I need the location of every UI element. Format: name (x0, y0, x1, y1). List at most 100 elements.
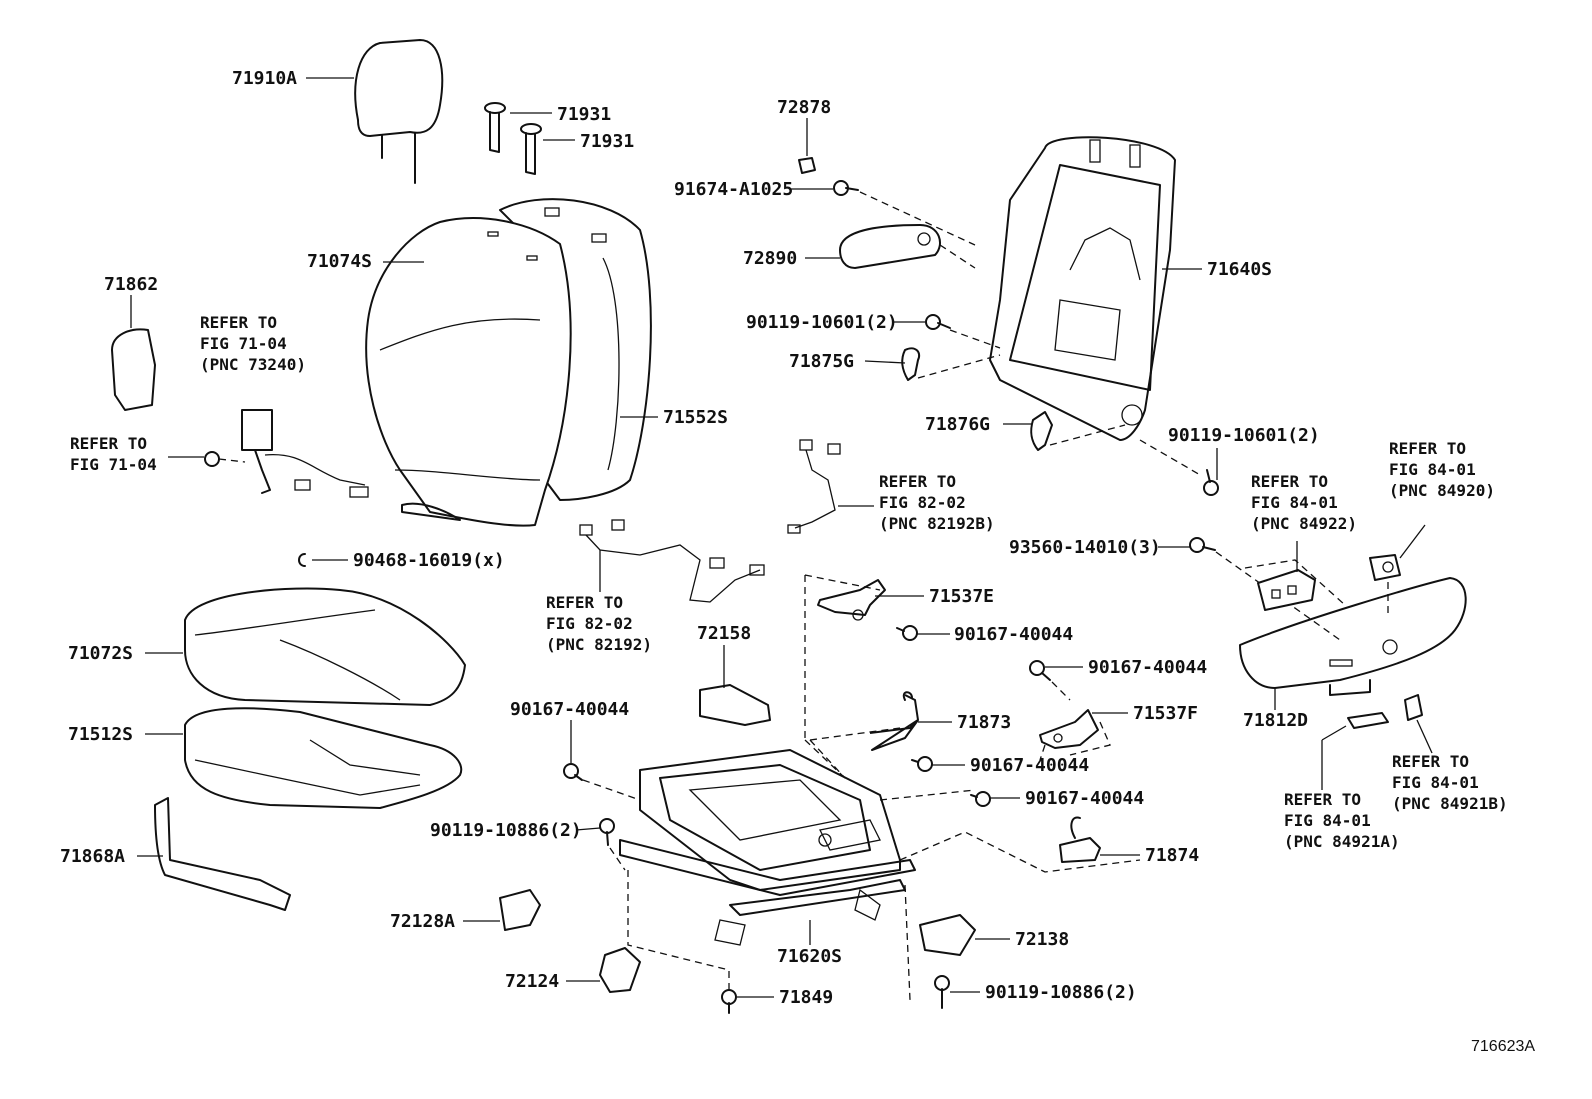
label-90468: 90468-16019(x) (353, 550, 505, 571)
label-90119-10886-a: 90119-10886(2) (430, 820, 582, 841)
bolt-90167-e[interactable] (970, 791, 991, 807)
anchor-bolt[interactable] (204, 451, 220, 467)
label-71876G: 71876G (925, 414, 990, 435)
label-71512S: 71512S (68, 724, 133, 745)
headrest-support-lower[interactable] (520, 123, 542, 175)
seat-cushion-shield[interactable] (154, 797, 291, 911)
ref-harness-b-line1: REFER TO (546, 593, 623, 612)
label-72124: 72124 (505, 971, 559, 992)
wire-harness-82192B[interactable] (787, 439, 841, 534)
label-71910A: 71910A (232, 68, 297, 89)
bolt-90167-c[interactable] (1029, 660, 1051, 681)
bolt-91674[interactable] (833, 180, 859, 196)
bolt-90167-d[interactable] (911, 756, 933, 772)
label-71849: 71849 (779, 987, 833, 1008)
seatback-pad[interactable] (499, 198, 652, 501)
label-90167-c: 90167-40044 (1088, 657, 1207, 678)
ref-belt-line1: REFER TO (200, 313, 277, 332)
ref-harness-a-line2: FIG 82-02 (879, 493, 966, 512)
cover-72128A[interactable] (499, 889, 541, 931)
bolt-90119-10601-lower[interactable] (1203, 469, 1219, 496)
cover-72158[interactable] (699, 684, 771, 726)
grommet-72878[interactable] (798, 157, 816, 174)
screw-93560[interactable] (1189, 537, 1216, 553)
bracket-71873[interactable] (869, 691, 919, 751)
ref-harness-a-line3: (PNC 82192B) (879, 514, 995, 533)
ref-knob-a-line3: (PNC 84920) (1389, 481, 1495, 500)
ref-harness-a-line1: REFER TO (879, 472, 956, 491)
headrest[interactable] (354, 39, 444, 184)
ref-belt-line3: (PNC 73240) (200, 355, 306, 374)
ref-anchor-line1: REFER TO (70, 434, 147, 453)
ref-knob-c-line1: REFER TO (1284, 790, 1361, 809)
label-91674: 91674-A1025 (674, 179, 793, 200)
label-90119-10601-b: 90119-10601(2) (1168, 425, 1320, 446)
bracket-71537F[interactable] (1039, 709, 1099, 749)
bolt-71849[interactable] (721, 989, 737, 1014)
label-71873: 71873 (957, 712, 1011, 733)
bolt-90119-10601-upper[interactable] (925, 314, 951, 330)
ref-harness-b-line3: (PNC 82192) (546, 635, 652, 654)
ref-belt-text: REFER TO FIG 71-04 (PNC 73240) (200, 313, 306, 374)
ref-knob-a-line2: FIG 84-01 (1389, 460, 1476, 479)
ref-switch-a-line3: (PNC 84922) (1251, 514, 1357, 533)
clip-90468[interactable] (298, 553, 306, 567)
bolt-90167-b[interactable] (896, 625, 918, 641)
label-71072S: 71072S (68, 643, 133, 664)
label-90119-10886-b: 90119-10886(2) (985, 982, 1137, 1003)
switch-knob-84920[interactable] (1369, 554, 1401, 581)
label-71812D: 71812D (1243, 710, 1308, 731)
seat-cushion-side-shield[interactable] (1239, 577, 1467, 696)
belt-guide-cover[interactable] (111, 328, 156, 411)
bolt-90119-10886-left[interactable] (599, 818, 615, 846)
label-72890: 72890 (743, 248, 797, 269)
ref-knob-b-line2: FIG 84-01 (1392, 773, 1479, 792)
figure-id: 716623A (1471, 1038, 1535, 1055)
seat-cushion-pad[interactable] (184, 707, 463, 809)
label-90167-b: 90167-40044 (954, 624, 1073, 645)
bolt-90167-a[interactable] (563, 763, 583, 781)
bracket-71874[interactable] (1059, 816, 1101, 863)
label-71931-b: 71931 (580, 131, 634, 152)
label-71931-a: 71931 (557, 104, 611, 125)
label-71537E: 71537E (929, 586, 994, 607)
label-72128A: 72128A (390, 911, 455, 932)
ref-knob-b-line3: (PNC 84921B) (1392, 794, 1508, 813)
label-72878: 72878 (777, 97, 831, 118)
ref-switch-a-line2: FIG 84-01 (1251, 493, 1338, 512)
hinge-cover-inner[interactable] (901, 347, 921, 381)
armrest[interactable] (839, 224, 941, 269)
ref-knob-a-line1: REFER TO (1389, 439, 1466, 458)
seat-cushion-cover[interactable] (184, 587, 466, 706)
ref-knob-b-line1: REFER TO (1392, 752, 1469, 771)
power-seat-switch[interactable] (1257, 569, 1316, 611)
seat-track-adjuster[interactable] (619, 749, 916, 946)
bracket-71537E[interactable] (817, 579, 886, 621)
label-90167-a: 90167-40044 (510, 699, 629, 720)
seatback-cover[interactable] (365, 217, 572, 527)
label-71552S: 71552S (663, 407, 728, 428)
label-71875G: 71875G (789, 351, 854, 372)
cover-72138[interactable] (919, 914, 976, 956)
label-72138: 72138 (1015, 929, 1069, 950)
switch-knob-84921B[interactable] (1404, 694, 1423, 721)
label-93560: 93560-14010(3) (1009, 537, 1161, 558)
label-71640S: 71640S (1207, 259, 1272, 280)
ref-switch-a-line1: REFER TO (1251, 472, 1328, 491)
wire-harness-82192[interactable] (579, 519, 765, 603)
label-90119-10601-a: 90119-10601(2) (746, 312, 898, 333)
label-71868A: 71868A (60, 846, 125, 867)
cover-72124[interactable] (599, 947, 641, 993)
seat-belt-buckle[interactable] (241, 409, 369, 498)
ref-harness-b-line2: FIG 82-02 (546, 614, 633, 633)
label-90167-e: 90167-40044 (1025, 788, 1144, 809)
label-90167-d: 90167-40044 (970, 755, 1089, 776)
label-72158: 72158 (697, 623, 751, 644)
switch-knob-84921A[interactable] (1347, 712, 1389, 729)
seatback-frame[interactable] (989, 136, 1176, 441)
bolt-90119-10886-right[interactable] (934, 975, 950, 1009)
ref-knob-c-line3: (PNC 84921A) (1284, 832, 1400, 851)
hinge-cover-outer[interactable] (1030, 411, 1053, 451)
label-71862: 71862 (104, 274, 158, 295)
headrest-support-upper[interactable] (484, 102, 506, 153)
